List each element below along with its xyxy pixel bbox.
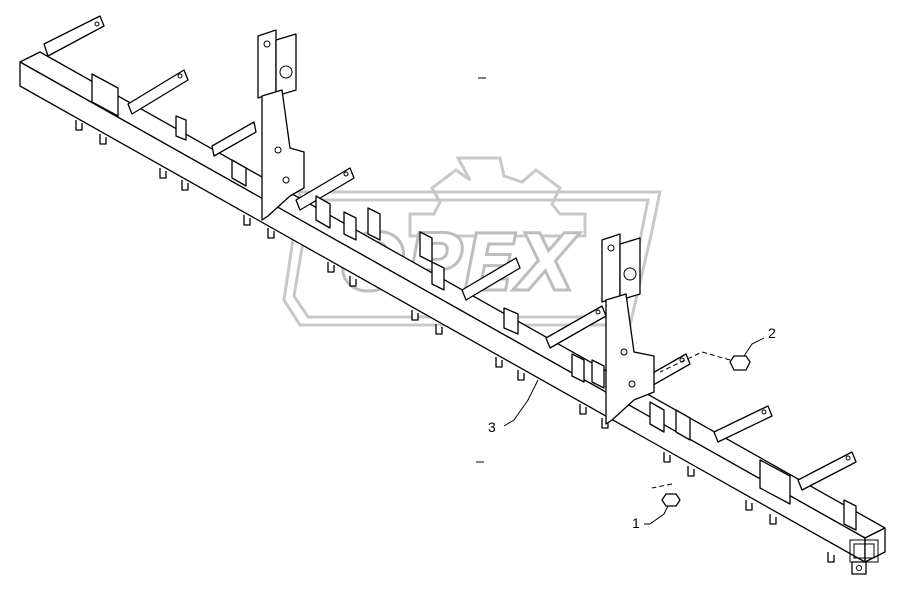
part-2-nut (659, 351, 751, 373)
main-beam (19, 51, 886, 575)
callout-3-label: 3 (488, 419, 496, 435)
mount-bracket-left (257, 29, 305, 221)
callout-1-label: 1 (632, 515, 640, 531)
upper-brackets (43, 15, 857, 491)
callout-1: 1 (632, 505, 669, 531)
callout-3: 3 (488, 379, 539, 435)
mount-bracket-right (601, 233, 655, 425)
callout-2-label: 2 (768, 325, 776, 341)
side-plates (91, 73, 857, 531)
tine-tabs (75, 120, 835, 563)
part-1-nut (651, 483, 681, 507)
callout-2: 2 (743, 325, 776, 357)
